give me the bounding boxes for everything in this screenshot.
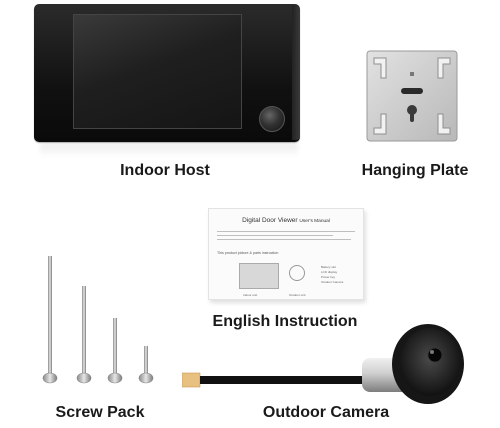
screw-short (107, 318, 123, 384)
screw-pack-image (42, 256, 154, 384)
manual-part-labels: Battery slot LCD display Power key Outdo… (321, 265, 344, 284)
screw-medium (76, 286, 92, 384)
manual-title: Digital Door Viewer User's Manual (242, 217, 330, 224)
indoor-host-screen (73, 14, 242, 129)
user-manual-image: Digital Door Viewer User's Manual This p… (208, 208, 364, 300)
manual-device-diagram (239, 263, 279, 289)
manual-caption-right: Outdoor unit (289, 293, 306, 297)
manual-section-heading: This product picture & parts instruction (217, 251, 279, 255)
caption-hanging-plate: Hanging Plate (361, 162, 469, 179)
caption-indoor-host: Indoor Host (120, 162, 210, 179)
screw-long (42, 256, 58, 384)
hanging-plate-image (366, 50, 458, 142)
manual-camera-diagram (289, 265, 305, 281)
screw-shortest (138, 346, 154, 384)
caption-outdoor-camera: Outdoor Camera (262, 404, 390, 421)
outdoor-camera-image (182, 324, 464, 404)
caption-screw-pack: Screw Pack (55, 404, 145, 421)
indoor-host-side (292, 6, 300, 140)
manual-caption-left: Indoor unit (243, 293, 258, 297)
caption-english-instruction: English Instruction (212, 313, 358, 330)
power-button-icon (259, 106, 285, 132)
indoor-host-reflection (40, 143, 298, 157)
